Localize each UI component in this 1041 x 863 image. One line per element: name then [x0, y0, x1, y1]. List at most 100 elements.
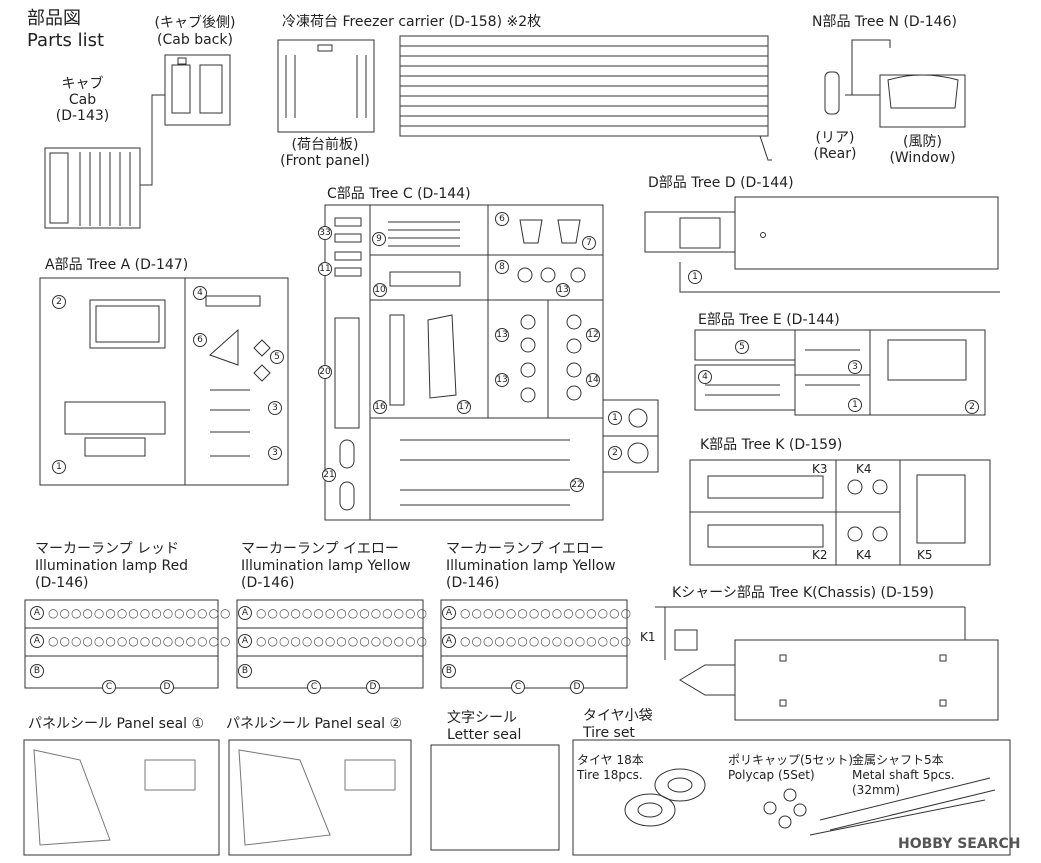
part-number: 1 [688, 270, 702, 284]
lamp-marker: B [30, 664, 44, 678]
part-number: 6 [495, 212, 509, 226]
tree-k-title: K部品 Tree K (D-159) [700, 437, 843, 453]
hobby-search-watermark: HOBBY SEARCH [898, 836, 1021, 852]
lamp-yellow-title-en: Illumination lamp Yellow [241, 558, 411, 574]
tire-count-jp: タイヤ 18本 [577, 753, 644, 767]
tree-n-rear-en: (Rear) [813, 146, 857, 162]
lamp-marker: A [30, 634, 44, 648]
part-number: 20 [318, 365, 332, 379]
metal-shaft-size: (32mm) [852, 783, 901, 797]
tree-c-frame [324, 204, 659, 521]
front-panel-part [277, 39, 375, 133]
tree-k-label: K3 [812, 462, 828, 476]
tree-n-part [824, 39, 966, 128]
part-number: 13 [495, 373, 509, 387]
panel-seal-2-title: パネルシール Panel seal ② [226, 716, 403, 732]
part-number: 11 [318, 262, 332, 276]
tree-c-title: C部品 Tree C (D-144) [327, 186, 471, 202]
lamp-marker: A [238, 634, 252, 648]
lamp-marker: A [442, 606, 456, 620]
part-number: 1 [848, 398, 862, 412]
lamp-marker: D [366, 680, 380, 694]
part-number: 1 [608, 411, 622, 425]
cab-part [44, 94, 165, 229]
lamp-red-title-en: Illumination lamp Red [35, 558, 189, 574]
tree-k-label: K4 [856, 462, 872, 476]
lamp-marker: A [30, 606, 44, 620]
part-number: 21 [322, 468, 336, 482]
lamp-red-code: (D-146) [35, 575, 89, 591]
freezer-carrier-title: 冷凍荷台 Freezer carrier (D-158) ※2枚 [282, 14, 542, 30]
part-number: 13 [495, 328, 509, 342]
lamp-sprues [24, 599, 628, 689]
tree-n-title: N部品 Tree N (D-146) [812, 14, 957, 30]
letter-seal-title-jp: 文字シール [447, 710, 517, 726]
tree-d-title: D部品 Tree D (D-144) [648, 175, 794, 191]
part-number: 3 [268, 401, 282, 415]
tire-count-en: Tire 18pcs. [577, 768, 643, 782]
lamp-yellow2-code: (D-146) [446, 575, 500, 591]
part-number: 14 [586, 373, 600, 387]
cab-back-part [164, 54, 231, 126]
part-number: 5 [735, 340, 749, 354]
part-number: 3 [848, 360, 862, 374]
lamp-marker: D [570, 680, 584, 694]
chassis-part [655, 606, 999, 721]
part-number: 8 [495, 260, 509, 274]
part-number: 2 [965, 400, 979, 414]
metal-shaft-jp: 金属シャフト5本 [852, 753, 944, 767]
chassis-title: Kシャーシ部品 Tree K(Chassis) (D-159) [672, 585, 935, 601]
tree-d-part [644, 196, 1000, 293]
cab-back-label-jp: (キャブ後側) [154, 15, 236, 31]
chassis-k1-label: K1 [640, 630, 656, 644]
part-number: 6 [193, 333, 207, 347]
tire-set [572, 739, 1011, 856]
part-number: 2 [608, 446, 622, 460]
lamp-marker: C [307, 680, 321, 694]
part-number: 2 [52, 295, 66, 309]
part-number: 10 [373, 283, 387, 297]
part-number: 4 [698, 370, 712, 384]
tree-e-title: E部品 Tree E (D-144) [698, 312, 840, 328]
lamp-yellow2-title-jp: マーカーランプ イエロー [446, 541, 604, 557]
lamp-marker: A [238, 606, 252, 620]
part-number: 5 [270, 350, 284, 364]
part-number: 4 [193, 286, 207, 300]
lamp-yellow2-title-en: Illumination lamp Yellow [446, 558, 616, 574]
lamp-red-title-jp: マーカーランプ レッド [35, 541, 180, 557]
part-number: 22 [570, 478, 584, 492]
lamp-dots: ○○○○○○○○○○○○○○○○ [48, 606, 232, 620]
lamp-dots: ○○○○○○○○○○○○○○○ [460, 606, 633, 620]
tree-a-frame [39, 277, 289, 486]
lamp-dots: ○○○○○○○○○○○○○○○ [256, 606, 429, 620]
tree-n-rear-jp: (リア) [815, 130, 855, 146]
front-panel-label-en: (Front panel) [280, 153, 370, 169]
tree-k-label: K2 [812, 548, 828, 562]
part-number: 9 [372, 232, 386, 246]
lamp-marker: C [102, 680, 116, 694]
freezer-carrier-part [399, 35, 772, 161]
tree-k-label: K4 [856, 548, 872, 562]
tree-k-label: K5 [917, 548, 933, 562]
tree-n-window-jp: (風防) [903, 134, 942, 150]
lamp-marker: D [160, 680, 174, 694]
polycap-jp: ポリキャップ(5セット) [728, 753, 853, 767]
part-number: 16 [373, 400, 387, 414]
part-number: 7 [582, 236, 596, 250]
part-number: 33 [318, 226, 332, 240]
tree-a-title: A部品 Tree A (D-147) [45, 257, 189, 273]
panel-seal-1-title: パネルシール Panel seal ① [28, 716, 205, 732]
lamp-marker: A [442, 634, 456, 648]
lamp-dots: ○○○○○○○○○○○○○○○ [256, 634, 429, 648]
parts-list-title-jp: 部品図 [27, 8, 81, 29]
tire-set-title-jp: タイヤ小袋 [583, 708, 653, 724]
tire-set-title-en: Tire set [583, 725, 635, 741]
lamp-marker: B [238, 664, 252, 678]
tree-k-part [689, 459, 991, 566]
polycap-en: Polycap (5Set) [728, 768, 815, 782]
parts-list-title-en: Parts list [27, 30, 105, 51]
tree-n-window-en: (Window) [889, 150, 956, 166]
part-number: 1 [52, 460, 66, 474]
front-panel-label-jp: (荷台前板) [291, 137, 359, 153]
